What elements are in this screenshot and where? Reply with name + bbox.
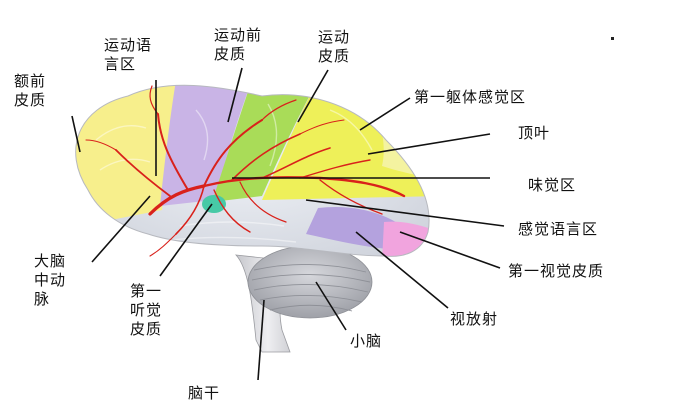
label-taste-area: 味觉区: [528, 176, 577, 194]
cerebellum-shape: [247, 245, 373, 319]
label-parietal-lobe: 顶叶: [518, 124, 551, 142]
label-cerebellum: 小脑: [350, 332, 383, 350]
motor-region: [212, 85, 318, 202]
middle-cerebral-artery: [85, 85, 406, 257]
speech-region: [306, 206, 402, 250]
cerebrum: [75, 85, 430, 257]
cerebrum-outline: [75, 84, 430, 257]
frontal-region: [75, 85, 186, 230]
label-primary-auditory-cortex: 第一 听觉 皮质: [130, 282, 163, 338]
label-premotor-cortex: 运动前 皮质: [214, 26, 263, 63]
leader-lines: [71, 67, 505, 381]
label-frontal-association-cortex: 额前 皮质: [14, 72, 47, 109]
auditory-region: [202, 195, 226, 213]
label-primary-somatosensory-area: 第一躯体感觉区: [414, 88, 527, 106]
visual-region: [382, 221, 430, 257]
label-optic-radiation: 视放射: [450, 310, 499, 328]
stray-mark: [611, 37, 614, 40]
label-sensory-speech-area: 感觉语言区: [518, 220, 599, 238]
label-brainstem: 脑干: [188, 384, 221, 402]
cerebellum-folia: [251, 264, 371, 312]
label-motor-cortex: 运动 皮质: [318, 28, 351, 65]
label-primary-visual-cortex: 第一视觉皮质: [508, 262, 605, 280]
label-middle-cerebral-artery: 大脑 中动 脉: [34, 252, 67, 308]
premotor-region: [160, 85, 252, 206]
label-motor-speech-area: 运动语 言区: [104, 36, 153, 73]
